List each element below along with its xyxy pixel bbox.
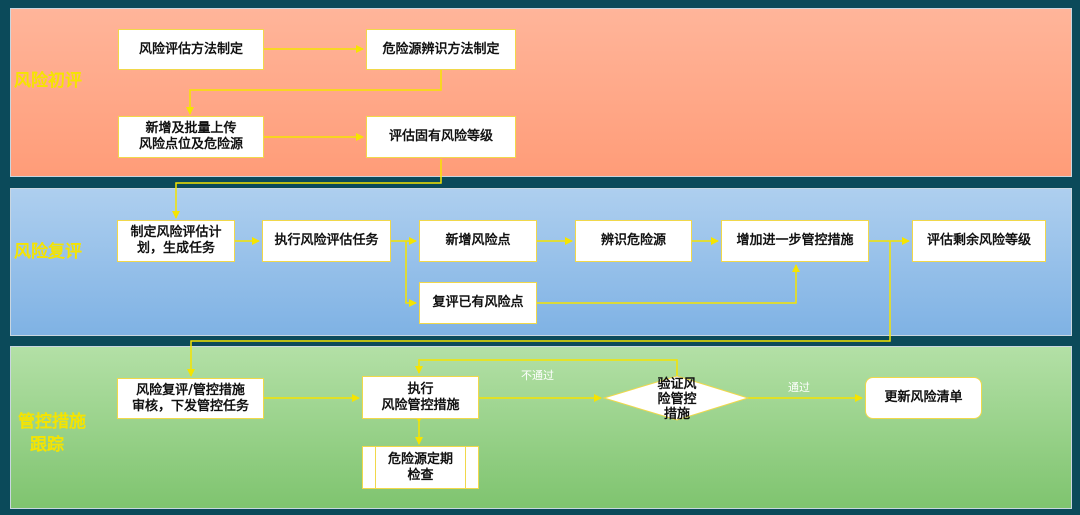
node-review-existing: 复评已有风险点	[419, 282, 537, 324]
node-residual-risk: 评估剩余风险等级	[912, 220, 1046, 262]
band-label-tracking-2: 跟踪	[30, 435, 64, 455]
node-upload-points: 新增及批量上传 风险点位及危险源	[118, 116, 264, 158]
edge-label-fail: 不通过	[521, 369, 554, 382]
node-add-control: 增加进一步管控措施	[721, 220, 869, 262]
node-hazard-method: 危险源辨识方法制定	[366, 29, 516, 70]
node-audit-issue: 风险复评/管控措施 审核，下发管控任务	[117, 378, 264, 419]
node-risk-method: 风险评估方法制定	[118, 29, 264, 70]
node-execute-task: 执行风险评估任务	[262, 220, 391, 262]
node-inherent-risk: 评估固有风险等级	[366, 116, 516, 158]
node-identify-hazard: 辨识危险源	[575, 220, 692, 262]
node-execute-control: 执行 风险管控措施	[362, 376, 479, 419]
arrow-residual-to-audit	[187, 241, 891, 377]
node-verify-label: 验证风 险管控 措施	[657, 376, 697, 422]
arrow-review-to-control	[537, 264, 800, 304]
node-update-list: 更新风险清单	[865, 377, 982, 419]
arrow-inherent-to-plan	[172, 159, 442, 219]
node-add-risk-point: 新增风险点	[419, 220, 537, 262]
verify-decision-diamond	[602, 375, 750, 421]
arrow-verify-fail-loop	[415, 359, 678, 376]
band-label-initial: 风险初评	[14, 71, 82, 91]
edge-label-pass: 通过	[788, 381, 810, 394]
arrow-hazard-to-upload	[186, 70, 442, 115]
band-label-review: 风险复评	[14, 242, 82, 262]
node-periodic-inspection: 危险源定期 检查	[362, 446, 479, 489]
node-make-plan: 制定风险评估计 划，生成任务	[117, 220, 235, 262]
band-label-tracking-1: 管控措施	[18, 412, 86, 432]
band-review-assessment	[10, 188, 1072, 336]
arrow-execute-to-review	[405, 241, 417, 307]
